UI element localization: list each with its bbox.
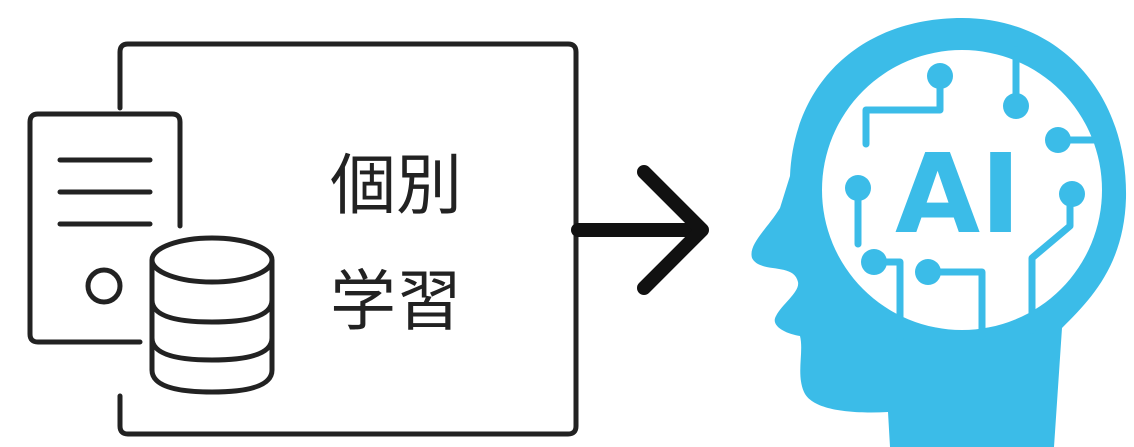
- label-frame: [117, 41, 579, 437]
- database-icon: [149, 235, 275, 395]
- label-line-1: 個別: [330, 147, 462, 224]
- ai-label: AI: [895, 130, 1021, 258]
- ai-head-icon: AI: [751, 18, 1127, 447]
- server-icon: [27, 111, 183, 345]
- arrow-right-icon: [571, 165, 709, 295]
- label-line-2: 学習: [330, 263, 462, 340]
- circuit-nodes: [845, 63, 1085, 285]
